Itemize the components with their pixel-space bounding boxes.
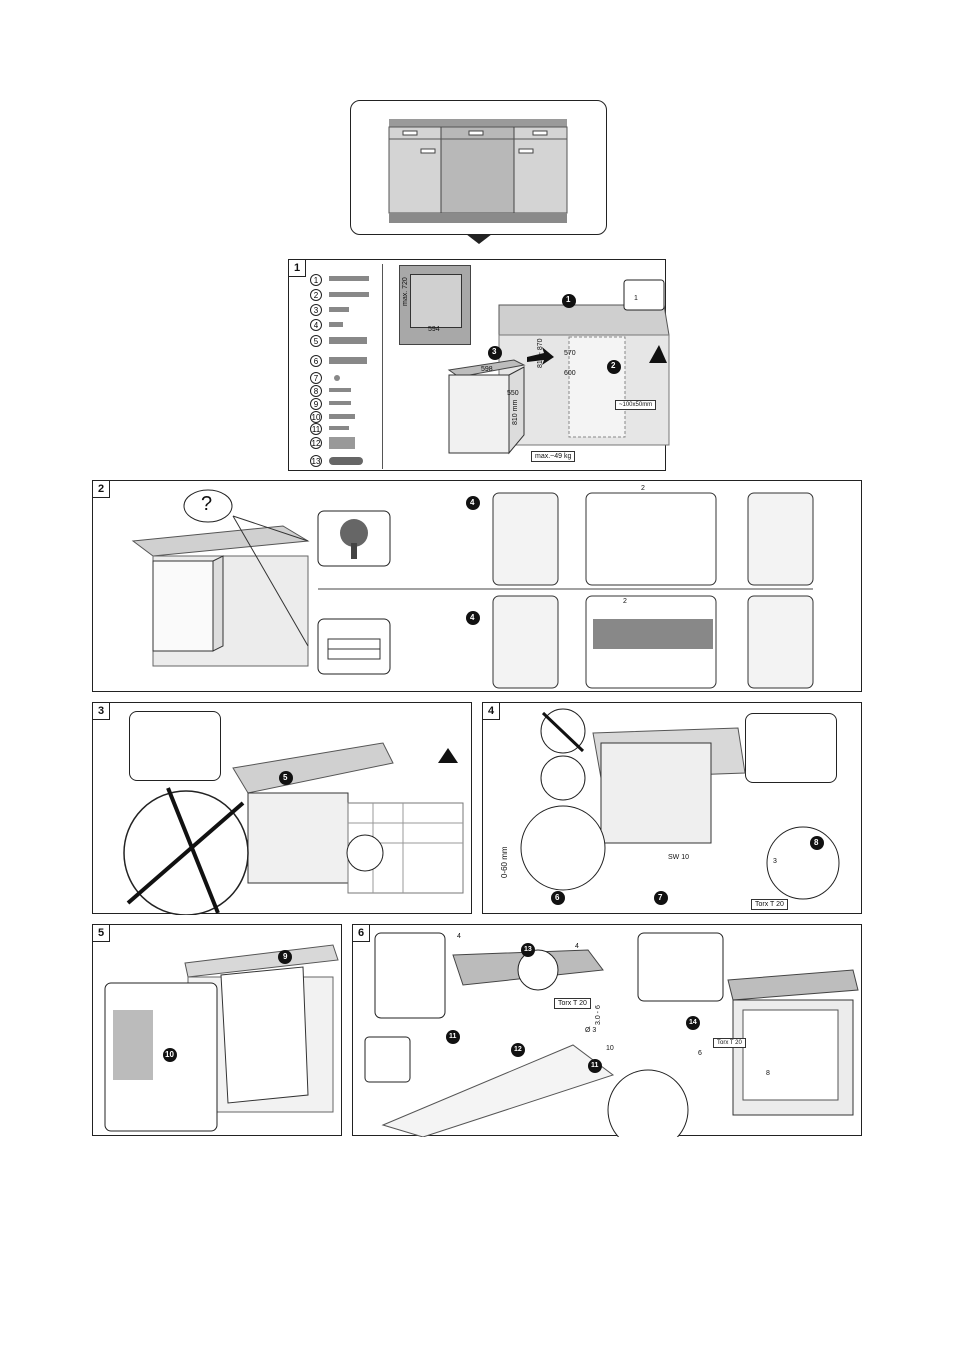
leveling-illustration [483,703,863,915]
svg-text:4: 4 [314,321,319,330]
part-1: 1 [311,275,370,286]
part-8: 8 [311,386,352,397]
dim-570-label: 570 [564,350,576,357]
part-5: 5 [311,336,368,347]
installation-illustration [439,265,709,465]
part-2-top: 2 [641,485,645,492]
part-3: 3 [311,305,350,316]
niche-width-label: 594 [428,326,440,333]
svg-text:6: 6 [314,357,319,366]
svg-text:11: 11 [312,425,321,434]
torx-tool-label-1: Torx T 20 [554,998,591,1009]
panel-3: 3 5 [92,702,472,914]
step-10-label: 10 [165,1050,174,1059]
callout-part-label: 1 [634,295,638,302]
panel-1: 1 1 2 3 4 5 6 7 8 9 10 11 12 13 max. 720… [288,259,666,471]
question-mark: ? [201,493,212,516]
svg-text:3: 3 [314,306,319,315]
template-illustration [93,925,343,1137]
step-13-label: 13 [524,946,532,953]
step-11b-label: 11 [591,1062,598,1069]
svg-text:9: 9 [314,400,319,409]
height-range-label: 0-60 mm [500,846,509,878]
panel-2: 2 ? 4 4 2 2 [92,480,862,692]
step-11-label: 11 [449,1033,456,1040]
panel-6: 6 Torx T 20 Torx T 20 3.0 - 6 Ø 3 10 4 4… [352,924,862,1136]
svg-text:10: 10 [312,413,321,422]
step-8-label: 8 [814,838,818,847]
step-7-label: 7 [658,893,662,902]
parts-list: 1 2 3 4 5 6 7 8 9 10 11 12 13 [307,264,383,469]
panel-5: 5 9 10 [92,924,342,1136]
part-4-label-b: 4 [575,943,579,950]
step-12-label: 12 [514,1046,522,1053]
svg-text:13: 13 [312,457,321,466]
part-6-label: 6 [698,1050,702,1057]
parts-icons: 1 2 3 4 5 6 7 8 9 10 11 12 13 [307,264,382,469]
depth-550-label: 550 [507,390,519,397]
torx-tool-label-2: Torx T 20 [713,1038,746,1048]
part-2: 2 [311,290,370,301]
weight-label: max.~49 kg [531,451,575,462]
svg-text:1: 1 [314,276,319,285]
step-4-bottom: 4 [470,613,474,622]
hole-depth-label: 10 [606,1045,614,1052]
width-598-label: 598 [481,366,493,373]
part-11: 11 [311,424,350,435]
dim-600-label: 600 [564,370,576,377]
step-1-label: 1 [566,295,570,304]
overview-callout [350,100,607,235]
step-2-label: 2 [611,361,615,370]
part-2-bottom: 2 [623,598,627,605]
svg-text:12: 12 [312,439,321,448]
svg-text:8: 8 [314,387,319,396]
step-9-label: 9 [283,952,287,961]
part-13: 13 [311,456,364,467]
part-7: 7 [311,373,341,384]
svg-text:2: 2 [314,291,319,300]
hole-diameter-label: Ø 3 [585,1027,596,1034]
part-8-label: 8 [766,1070,770,1077]
height-810-label: 810 mm [512,400,519,425]
part-10: 10 [311,412,356,423]
hose-illustration [93,703,473,915]
kitchen-niche-illustration [351,101,606,246]
part-9: 9 [311,399,352,410]
step-14-label: 14 [689,1019,697,1026]
fastening-illustration [353,925,863,1137]
part-6: 6 [311,356,368,367]
cutout-label: ~100x50mm [615,400,656,410]
step-3-label: 3 [492,347,496,356]
wrench-size-label: SW 10 [668,854,689,861]
panel-4: 4 0-60 mm SW 10 Torx T 20 6 7 8 3 [482,702,862,914]
part-12: 12 [311,437,356,449]
step-5-label: 5 [283,773,287,782]
svg-text:5: 5 [314,337,319,346]
svg-text:7: 7 [314,374,319,383]
niche-height-label: max. 720 [402,277,409,306]
panel-number: 1 [288,259,306,277]
screw-length-label: 3.0 - 6 [595,1005,602,1025]
height-range-label: 810 - 870 [537,338,544,368]
part-3-label: 3 [773,858,777,865]
torx-tool-label: Torx T 20 [751,899,788,910]
part-4: 4 [311,320,344,331]
part-4-label-a: 4 [457,933,461,940]
step-6-label: 6 [555,893,559,902]
step-4-top: 4 [470,498,474,507]
